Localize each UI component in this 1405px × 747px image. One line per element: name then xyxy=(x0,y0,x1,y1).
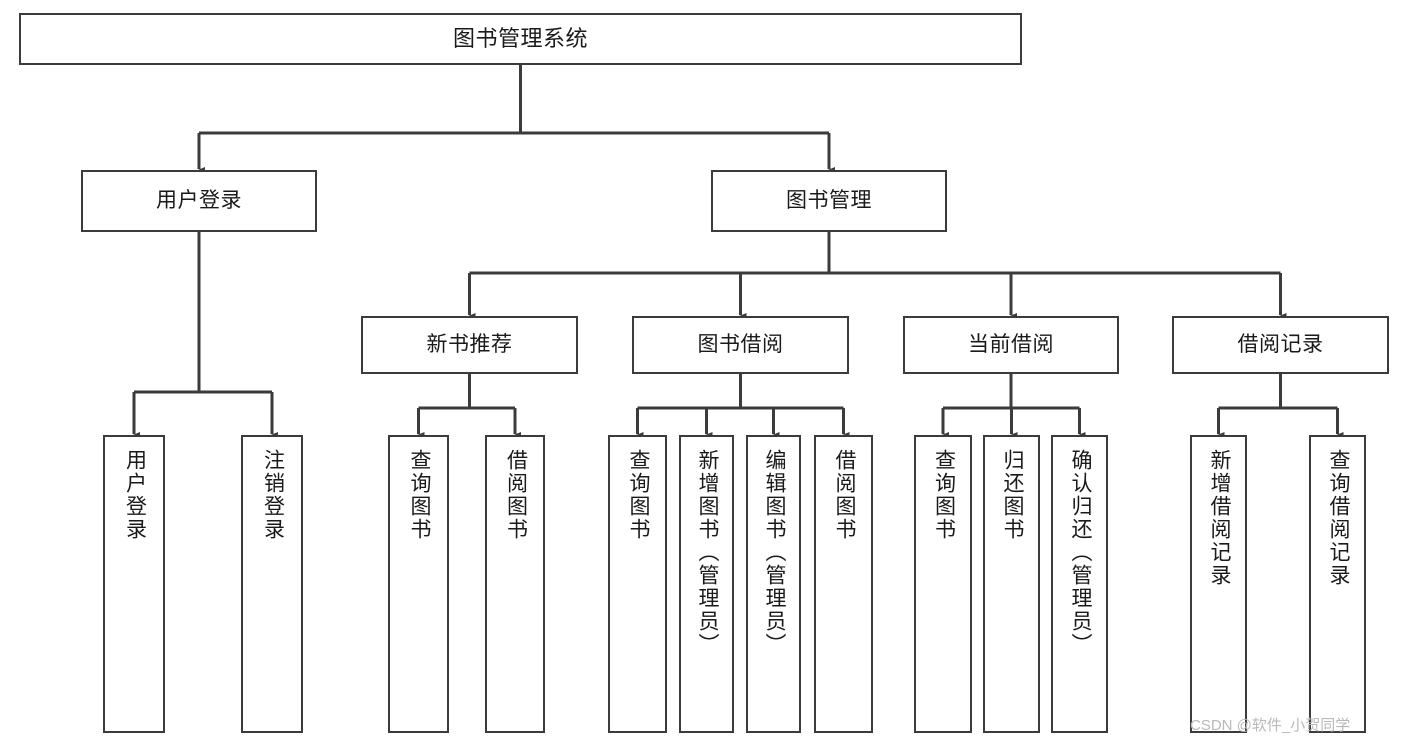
node-leaf-rec-query[interactable]: 查询图书 xyxy=(388,435,449,733)
node-leaf-cb-confirm-label: 确认归还（管理员） xyxy=(1068,449,1092,656)
node-leaf-rec-borrow[interactable]: 借阅图书 xyxy=(485,435,545,733)
node-leaf-cb-return[interactable]: 归还图书 xyxy=(983,435,1040,733)
node-leaf-bb-query-label: 查询图书 xyxy=(626,449,650,541)
node-borrow-record-label: 借阅记录 xyxy=(1237,333,1324,357)
node-borrow-record[interactable]: 借阅记录 xyxy=(1172,316,1389,374)
node-leaf-bb-edit[interactable]: 编辑图书（管理员） xyxy=(746,435,801,733)
node-leaf-bb-edit-label: 编辑图书（管理员） xyxy=(762,449,786,656)
node-leaf-bb-borrow-label: 借阅图书 xyxy=(832,449,856,541)
node-book-borrow[interactable]: 图书借阅 xyxy=(632,316,849,374)
node-leaf-bb-query[interactable]: 查询图书 xyxy=(608,435,667,733)
node-leaf-bb-add[interactable]: 新增图书（管理员） xyxy=(679,435,734,733)
node-leaf-br-add-label: 新增借阅记录 xyxy=(1207,449,1231,587)
node-leaf-br-query-label: 查询借阅记录 xyxy=(1326,449,1350,587)
node-root-label: 图书管理系统 xyxy=(452,25,588,51)
node-leaf-br-add[interactable]: 新增借阅记录 xyxy=(1190,435,1247,733)
node-leaf-user-login[interactable]: 用户登录 xyxy=(103,435,165,733)
csdn-watermark: CSDN @软件_小贺同学 xyxy=(1190,717,1351,734)
node-leaf-bb-add-label: 新增图书（管理员） xyxy=(695,449,719,656)
node-leaf-rec-query-label: 查询图书 xyxy=(407,449,431,541)
node-book-manage-label: 图书管理 xyxy=(786,189,872,213)
node-new-book-rec-label: 新书推荐 xyxy=(426,333,513,357)
node-current-borrow-label: 当前借阅 xyxy=(968,333,1054,357)
node-root[interactable]: 图书管理系统 xyxy=(19,13,1022,65)
node-leaf-cb-return-label: 归还图书 xyxy=(1000,449,1024,541)
node-leaf-user-login-label: 用户登录 xyxy=(123,449,147,541)
node-book-borrow-label: 图书借阅 xyxy=(697,333,784,357)
node-leaf-cb-query-label: 查询图书 xyxy=(932,449,956,541)
node-new-book-rec[interactable]: 新书推荐 xyxy=(361,316,578,374)
node-user-login[interactable]: 用户登录 xyxy=(81,170,317,232)
node-book-manage[interactable]: 图书管理 xyxy=(711,170,947,232)
node-leaf-user-logout-label: 注销登录 xyxy=(261,449,285,541)
node-leaf-bb-borrow[interactable]: 借阅图书 xyxy=(814,435,873,733)
node-leaf-cb-query[interactable]: 查询图书 xyxy=(914,435,972,733)
node-leaf-cb-confirm[interactable]: 确认归还（管理员） xyxy=(1051,435,1108,733)
node-leaf-rec-borrow-label: 借阅图书 xyxy=(504,449,528,541)
node-user-login-label: 用户登录 xyxy=(156,189,242,213)
node-leaf-user-logout[interactable]: 注销登录 xyxy=(241,435,303,733)
node-current-borrow[interactable]: 当前借阅 xyxy=(903,316,1119,374)
node-leaf-br-query[interactable]: 查询借阅记录 xyxy=(1309,435,1366,733)
